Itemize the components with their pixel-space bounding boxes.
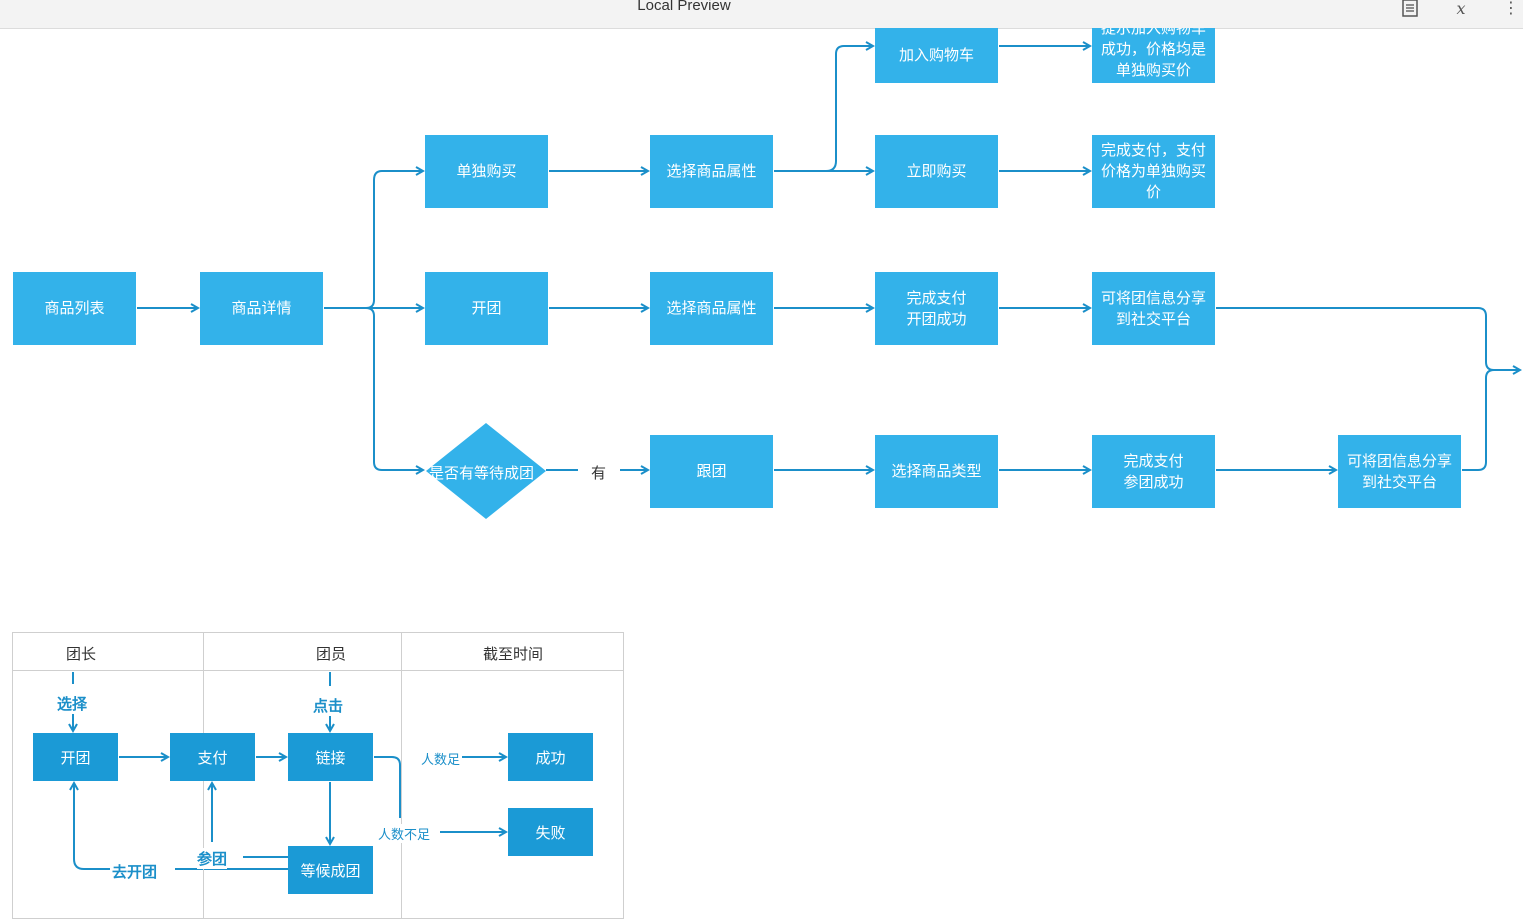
node-select-attr-2[interactable]: 选择商品属性: [650, 272, 773, 345]
lane-member: 团员: [315, 646, 346, 663]
node-label: 选择商品类型: [891, 463, 982, 480]
formula-glyph: x: [1456, 0, 1466, 18]
node-pay-open[interactable]: 完成支付 开团成功: [875, 272, 998, 345]
node-label: 可将团信息分享 到社交平台: [1100, 289, 1206, 328]
node-label: 完成支付，支付 价格为单独购买 价: [1100, 142, 1206, 201]
node-share-2[interactable]: 可将团信息分享 到社交平台: [1338, 435, 1461, 508]
label-select: 选择: [57, 693, 88, 714]
node-select-type[interactable]: 选择商品类型: [875, 435, 998, 508]
swim-node-open[interactable]: 开团: [33, 733, 118, 781]
label-enough: 人数足: [421, 749, 461, 768]
edge-share2-merge: [1462, 369, 1495, 471]
edge-branch-wait: [365, 307, 423, 470]
node-label: 提示加入购物车 成功，价格均是 单独购买价: [1100, 28, 1206, 79]
more-vertical-icon[interactable]: ⋮: [1503, 0, 1519, 20]
edge-attr-cart: [774, 46, 873, 172]
swim-node-pay[interactable]: 支付: [170, 733, 255, 781]
node-label: 成功: [535, 749, 566, 767]
label-click: 点击: [313, 695, 344, 716]
node-share-1[interactable]: 可将团信息分享 到社交平台: [1092, 272, 1215, 345]
node-label: 立即购买: [906, 163, 967, 180]
label-not-enough: 人数不足: [378, 824, 431, 843]
node-label: 完成支付 参团成功: [1123, 452, 1184, 491]
label-join: 参团: [197, 848, 228, 869]
node-label: 开团: [471, 300, 502, 317]
node-label: 跟团: [696, 463, 727, 480]
node-buy-now-result[interactable]: 完成支付，支付 价格为单独购买 价: [1092, 135, 1215, 208]
node-label: 支付: [197, 749, 228, 767]
node-buy-alone[interactable]: 单独购买: [425, 135, 548, 208]
lane-leader: 团长: [65, 646, 96, 663]
lane-deadline: 截至时间: [482, 646, 543, 663]
edge-goopen-open: [74, 783, 110, 870]
node-label: 加入购物车: [898, 47, 974, 64]
node-product-list[interactable]: 商品列表: [13, 272, 136, 345]
node-label: 选择商品属性: [666, 163, 757, 180]
decision-diamond: [426, 423, 546, 519]
swim-node-fail[interactable]: 失败: [508, 808, 593, 856]
node-label: 等候成团: [300, 862, 361, 880]
node-label: 完成支付 开团成功: [906, 289, 967, 328]
edge-link-branch: [374, 756, 401, 818]
window-title: Local Preview: [637, 0, 731, 14]
document-icon[interactable]: [1399, 0, 1421, 20]
swim-node-success[interactable]: 成功: [508, 733, 593, 781]
decision-label: 是否有等待成团: [429, 465, 535, 482]
edge-branch-buy-alone: [365, 171, 423, 309]
swim-node-link[interactable]: 链接: [288, 733, 373, 781]
node-open-group[interactable]: 开团: [425, 272, 548, 345]
node-label: 单独购买: [456, 163, 517, 180]
lane-header-divider: [13, 670, 623, 671]
node-label: 商品列表: [44, 300, 105, 317]
preview-titlebar: Local Preview x ⋮: [0, 0, 1523, 29]
node-join-group[interactable]: 跟团: [650, 435, 773, 508]
node-label: 链接: [315, 749, 346, 767]
node-cart-result[interactable]: 提示加入购物车 成功，价格均是 单独购买价: [1092, 28, 1215, 83]
more-glyph: ⋮: [1503, 0, 1519, 17]
label-go-open: 去开团: [112, 861, 158, 882]
node-label: 可将团信息分享 到社交平台: [1346, 452, 1452, 491]
node-pay-join[interactable]: 完成支付 参团成功: [1092, 435, 1215, 508]
node-select-attr-1[interactable]: 选择商品属性: [650, 135, 773, 208]
formula-icon[interactable]: x: [1450, 0, 1472, 20]
node-label: 商品详情: [231, 300, 292, 317]
lane-divider-2: [401, 633, 402, 918]
edge-share1-merge: [1216, 307, 1520, 370]
node-buy-now[interactable]: 立即购买: [875, 135, 998, 208]
swim-node-wait[interactable]: 等候成团: [288, 846, 373, 894]
node-label: 选择商品属性: [666, 300, 757, 317]
node-label: 失败: [535, 824, 566, 842]
node-label: 开团: [60, 749, 91, 767]
node-product-detail[interactable]: 商品详情: [200, 272, 323, 345]
swimlane-table: 团长 团员 截至时间: [12, 632, 624, 919]
edge-label-has: 有: [591, 462, 607, 483]
node-add-cart[interactable]: 加入购物车: [875, 28, 998, 83]
